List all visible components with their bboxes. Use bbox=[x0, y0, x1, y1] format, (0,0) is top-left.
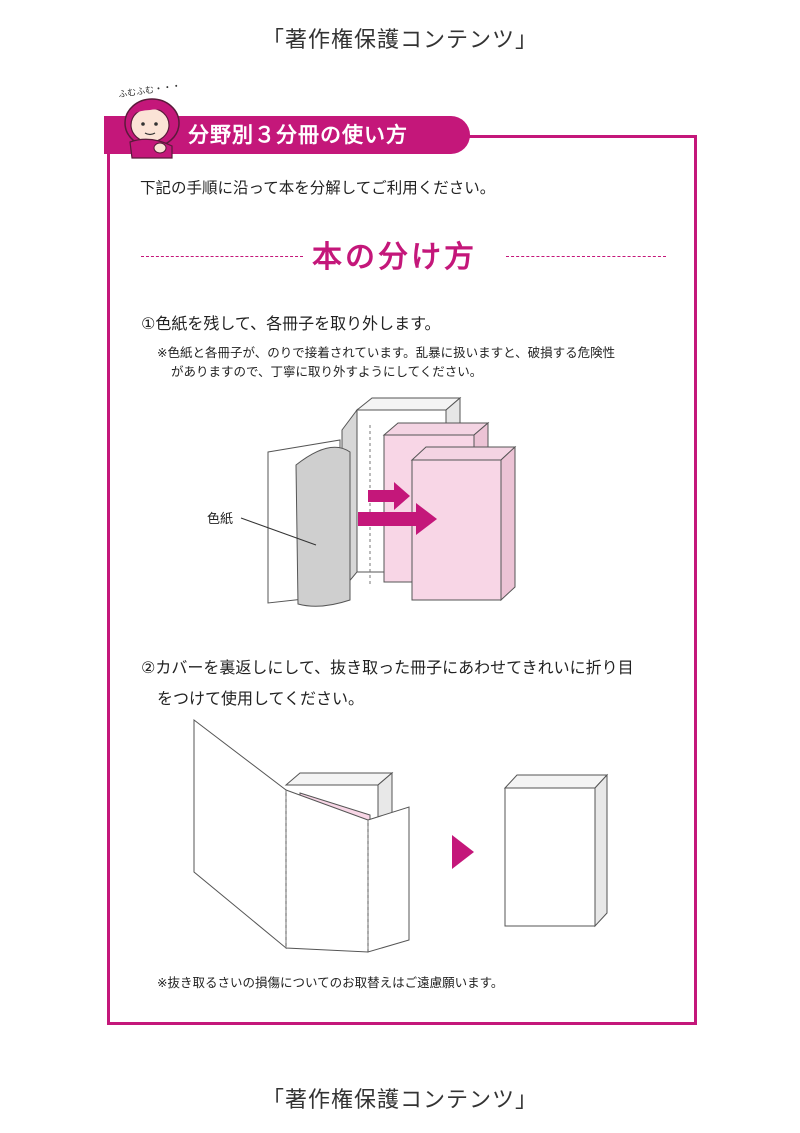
finished-book-icon bbox=[503, 773, 609, 928]
step1-text: ①色紙を残して、各冊子を取り外します。 bbox=[141, 314, 441, 333]
intro-text: 下記の手順に沿って本を分解してご利用ください。 bbox=[140, 179, 496, 197]
step2-text: ②カバーを裏返しにして、抜き取った冊子にあわせてきれいに折り目 をつけて使用して… bbox=[141, 652, 681, 714]
watermark-top: 「著作権保護コンテンツ」 bbox=[261, 28, 538, 53]
step2-line2: をつけて使用してください。 bbox=[157, 689, 365, 708]
footer-note: ※抜き取るさいの損傷についてのお取替えはご遠慮願います。 bbox=[157, 975, 504, 990]
step1-note-line2: がありますので、丁寧に取り外すようにしてください。 bbox=[171, 364, 483, 379]
section-divider-left bbox=[141, 256, 303, 257]
watermark-bottom: 「著作権保護コンテンツ」 bbox=[261, 1088, 538, 1113]
move-arrow-icon bbox=[358, 482, 437, 535]
colored-paper-label: 色紙 bbox=[207, 512, 234, 527]
play-triangle-icon bbox=[452, 835, 474, 869]
step2-line1: ②カバーを裏返しにして、抜き取った冊子にあわせてきれいに折り目 bbox=[141, 658, 634, 677]
girl-mascot-icon bbox=[124, 98, 180, 159]
step1-note-line1: ※色紙と各冊子が、のりで接着されています。乱暴に扱いますと、破損する危険性 bbox=[157, 345, 616, 360]
section-divider-right bbox=[506, 256, 666, 257]
section-title: 本の分け方 bbox=[312, 240, 477, 275]
step1-note: ※色紙と各冊子が、のりで接着されています。乱暴に扱いますと、破損する危険性 があ… bbox=[157, 343, 677, 381]
page-title: 分野別３分冊の使い方 bbox=[188, 123, 408, 147]
